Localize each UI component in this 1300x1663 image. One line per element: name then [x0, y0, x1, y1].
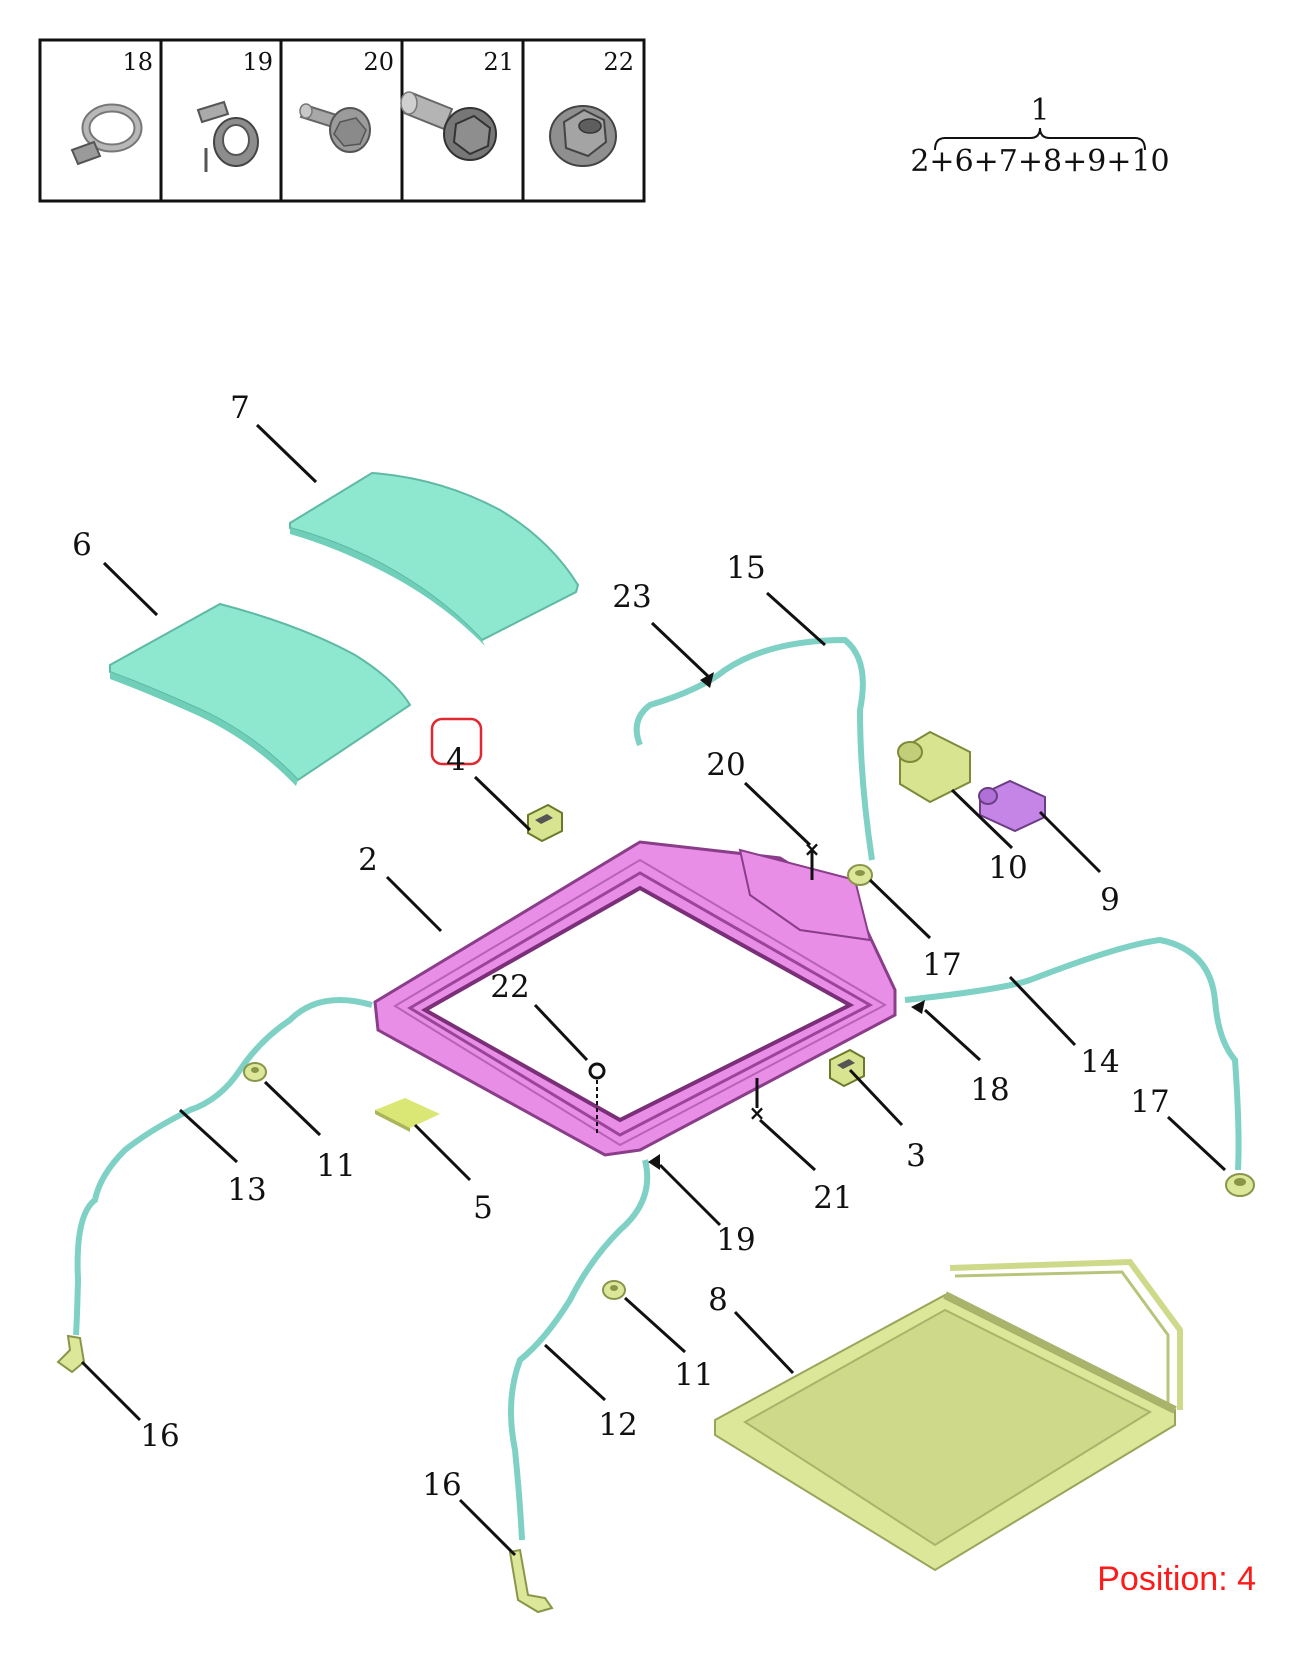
hose-clamp-icon	[70, 103, 143, 166]
control-module-9[interactable]	[978, 779, 1046, 833]
drain-hose-15[interactable]	[633, 636, 875, 861]
flange-bolt-icon	[400, 91, 497, 161]
guide-block-4[interactable]	[527, 803, 563, 843]
fastener-markers: × ×	[588, 672, 925, 1170]
callout-14[interactable]: 14	[1080, 1044, 1119, 1080]
motor-10[interactable]	[897, 730, 971, 804]
callout-23[interactable]: 23	[612, 579, 651, 615]
callout-21[interactable]: 21	[813, 1180, 852, 1216]
flange-nut-icon	[549, 105, 617, 167]
table-cell-18[interactable]: 18	[70, 48, 153, 166]
table-cell-19[interactable]: 19	[196, 48, 273, 172]
table-cell-number: 21	[483, 48, 514, 76]
table-cell-20[interactable]: 20	[299, 48, 394, 153]
callout-16-lower[interactable]: 16	[422, 1467, 461, 1503]
assembly-formula: 1 2+6+7+8+9+10	[910, 93, 1169, 179]
table-cell-number: 18	[122, 48, 153, 76]
spring-clip-icon	[196, 100, 259, 172]
elbow-16-lower[interactable]	[508, 1548, 554, 1614]
callout-20[interactable]: 20	[706, 747, 745, 783]
bolt-icon	[299, 103, 371, 153]
callout-18[interactable]: 18	[970, 1072, 1009, 1108]
drain-hose-13[interactable]	[73, 997, 373, 1336]
callout-4[interactable]: 4	[446, 742, 466, 778]
table-cell-22[interactable]: 22	[549, 48, 634, 167]
callout-17-right[interactable]: 17	[1130, 1084, 1169, 1120]
pad-5[interactable]	[375, 1098, 440, 1132]
table-cell-number: 20	[363, 48, 394, 76]
sunroof-frame[interactable]	[373, 840, 897, 1157]
grommet-17-right[interactable]	[1225, 1173, 1255, 1197]
table-cell-number: 19	[242, 48, 273, 76]
callout-11-left[interactable]: 11	[316, 1148, 355, 1184]
grommet-17-upper[interactable]	[847, 864, 873, 886]
grommet-11-lower[interactable]	[602, 1280, 626, 1300]
callouts: 7 6 4 2 22 23 15 20 10 9 17 14 18 17 3 2…	[72, 390, 1170, 1503]
callout-highlight-box	[430, 717, 483, 766]
formula-brace	[934, 127, 1146, 151]
svg-text:×: ×	[749, 1101, 766, 1125]
formula-bottom: 2+6+7+8+9+10	[910, 144, 1169, 179]
callout-19[interactable]: 19	[716, 1222, 755, 1258]
position-label: Position: 4	[1097, 1560, 1256, 1598]
drain-hose-12[interactable]	[508, 1159, 651, 1541]
callout-8[interactable]: 8	[708, 1282, 728, 1318]
callout-11-lower[interactable]: 11	[674, 1357, 713, 1393]
formula-top: 1	[1030, 93, 1049, 128]
grommet-11-left[interactable]	[243, 1062, 267, 1082]
callout-16-left[interactable]: 16	[140, 1418, 179, 1454]
callout-9[interactable]: 9	[1100, 882, 1120, 918]
table-cell-number: 22	[603, 48, 634, 76]
callout-13[interactable]: 13	[227, 1172, 266, 1208]
callout-10[interactable]: 10	[988, 850, 1027, 886]
callout-2[interactable]: 2	[358, 842, 378, 878]
glass-panel-6[interactable]	[109, 602, 412, 786]
callout-3[interactable]: 3	[906, 1138, 926, 1174]
elbow-16-left[interactable]	[56, 1334, 86, 1374]
callout-15[interactable]: 15	[726, 550, 765, 586]
callout-5[interactable]: 5	[473, 1190, 493, 1226]
table-cell-21[interactable]: 21	[400, 48, 514, 161]
callout-7[interactable]: 7	[230, 390, 250, 426]
fastener-table: 18 19 20 21	[38, 38, 646, 203]
glass-panel-7[interactable]	[289, 471, 580, 646]
leader-lines	[80, 423, 1227, 1557]
sunshade-8[interactable]	[714, 1258, 1183, 1572]
callout-17-upper[interactable]: 17	[922, 947, 961, 983]
callout-22[interactable]: 22	[490, 969, 529, 1005]
callout-6[interactable]: 6	[72, 527, 92, 563]
callout-12[interactable]: 12	[598, 1407, 637, 1443]
